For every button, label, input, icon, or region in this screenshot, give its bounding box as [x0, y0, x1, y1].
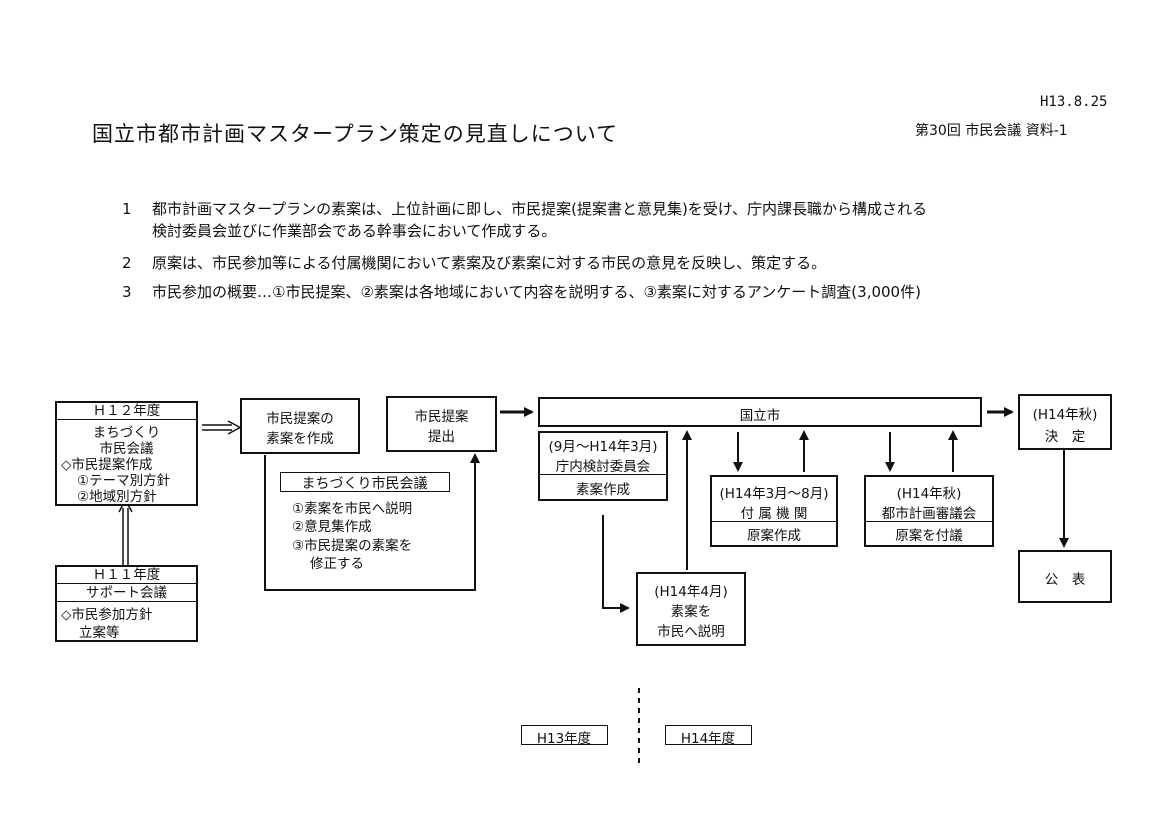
- document-date: H13.8.25: [1040, 94, 1108, 110]
- machizukuri-line: 修正する: [310, 556, 364, 572]
- loop-arrow: [264, 453, 480, 591]
- create-line: 素案を作成: [266, 431, 334, 447]
- kunitachi-city-bar: 国立市: [538, 397, 982, 427]
- committee-line: (9月～H14年3月): [548, 439, 658, 455]
- submit-line: 提出: [428, 429, 455, 445]
- h11-line: 立案等: [79, 625, 120, 641]
- attached-footer: 原案作成: [747, 528, 801, 544]
- council-footer: 原案を付議: [895, 528, 963, 544]
- machizukuri-title: まちづくり市民会議: [301, 476, 428, 492]
- planning-council-box: (H14年秋) 都市計画審議会 原案を付議: [864, 475, 994, 547]
- attached-line: 付 属 機 関: [740, 506, 808, 522]
- page-title: 国立市都市計画マスタープラン策定の見直しについて: [92, 122, 619, 146]
- h11-box: Ｈ１１年度 サポート会議 ◇市民参加方針 立案等: [55, 565, 198, 642]
- item-text: 都市計画マスタープランの素案は、上位計画に即し、市民提案(提案書と意見集)を受け…: [152, 200, 928, 218]
- item-text: 検討委員会並びに作業部会である幹事会において作成する。: [152, 222, 557, 240]
- fiscal-year-label: H14年度: [680, 731, 736, 747]
- list-item: 1 都市計画マスタープランの素案は、上位計画に即し、市民提案(提案書と意見集)を受…: [122, 198, 927, 242]
- h12-title: Ｈ１２年度: [57, 403, 196, 420]
- item-number: 3: [122, 283, 132, 301]
- decision-box: (H14年秋) 決 定: [1018, 394, 1112, 450]
- machizukuri-line: ①素案を市民へ説明: [292, 501, 413, 517]
- h12-box: Ｈ１２年度 まちづくり 市民会議 ◇市民提案作成 ①テーマ別方針 ②地域別方針: [55, 401, 198, 506]
- explain-line: (H14年4月): [654, 584, 728, 600]
- item-text: 原案は、市民参加等による付属機関において素案及び素案に対する市民の意見を反映し、…: [152, 254, 827, 272]
- explain-draft-box: (H14年4月) 素案を 市民へ説明: [636, 572, 746, 646]
- h11-line: サポート会議: [57, 585, 196, 602]
- committee-box: (9月～H14年3月) 庁内検討委員会 素案作成: [538, 431, 668, 501]
- explain-line: 素案を: [670, 604, 712, 620]
- attached-line: (H14年3月～8月): [719, 486, 829, 502]
- h11-line: ◇市民参加方針: [61, 607, 153, 623]
- machizukuri-title-box: まちづくり市民会議: [280, 472, 450, 492]
- machizukuri-line: ②意見集作成: [292, 519, 372, 535]
- list-item: 3 市民参加の概要…①市民提案、②素案は各地域において内容を説明する、③素案に対す…: [122, 281, 921, 303]
- council-line: 都市計画審議会: [881, 506, 977, 522]
- h12-line: 市民会議: [99, 441, 154, 457]
- create-line: 市民提案の: [266, 411, 334, 427]
- h12-line: まちづくり: [92, 425, 161, 441]
- create-proposal-box: 市民提案の 素案を作成: [240, 398, 360, 454]
- committee-footer: 素案作成: [576, 482, 630, 498]
- list-item: 2 原案は、市民参加等による付属機関において素案及び素案に対する市民の意見を反映し…: [122, 252, 826, 274]
- decision-line: (H14年秋): [1032, 407, 1098, 423]
- committee-line: 庁内検討委員会: [555, 459, 651, 475]
- fiscal-year-h14: H14年度: [665, 725, 752, 747]
- submit-line: 市民提案: [414, 409, 469, 425]
- attached-organization-box: (H14年3月～8月) 付 属 機 関 原案作成: [710, 475, 838, 547]
- h12-line: ①テーマ別方針: [77, 473, 171, 489]
- fiscal-year-label: H13年度: [536, 731, 592, 747]
- document-reference: 第30回 市民会議 資料-1: [915, 123, 1068, 139]
- publish-box: 公 表: [1018, 550, 1112, 603]
- fiscal-year-h13: H13年度: [521, 725, 608, 747]
- double-arrow-up: [118, 498, 133, 565]
- h11-title: Ｈ１１年度: [57, 567, 196, 584]
- item-number: 1: [122, 200, 132, 218]
- city-label: 国立市: [739, 408, 781, 424]
- council-line: (H14年秋): [896, 486, 962, 502]
- machizukuri-line: ③市民提案の素案を: [292, 538, 413, 554]
- double-arrow-right: [202, 420, 242, 435]
- h12-line: ◇市民提案作成: [61, 457, 153, 473]
- publish-label: 公 表: [1044, 572, 1086, 588]
- h12-line: ②地域別方針: [77, 489, 157, 505]
- item-text: 市民参加の概要…①市民提案、②素案は各地域において内容を説明する、③素案に対する…: [152, 283, 921, 301]
- item-number: 2: [122, 254, 132, 272]
- decision-line: 決 定: [1044, 429, 1086, 445]
- submit-proposal-box: 市民提案 提出: [386, 396, 497, 452]
- explain-line: 市民へ説明: [657, 624, 725, 640]
